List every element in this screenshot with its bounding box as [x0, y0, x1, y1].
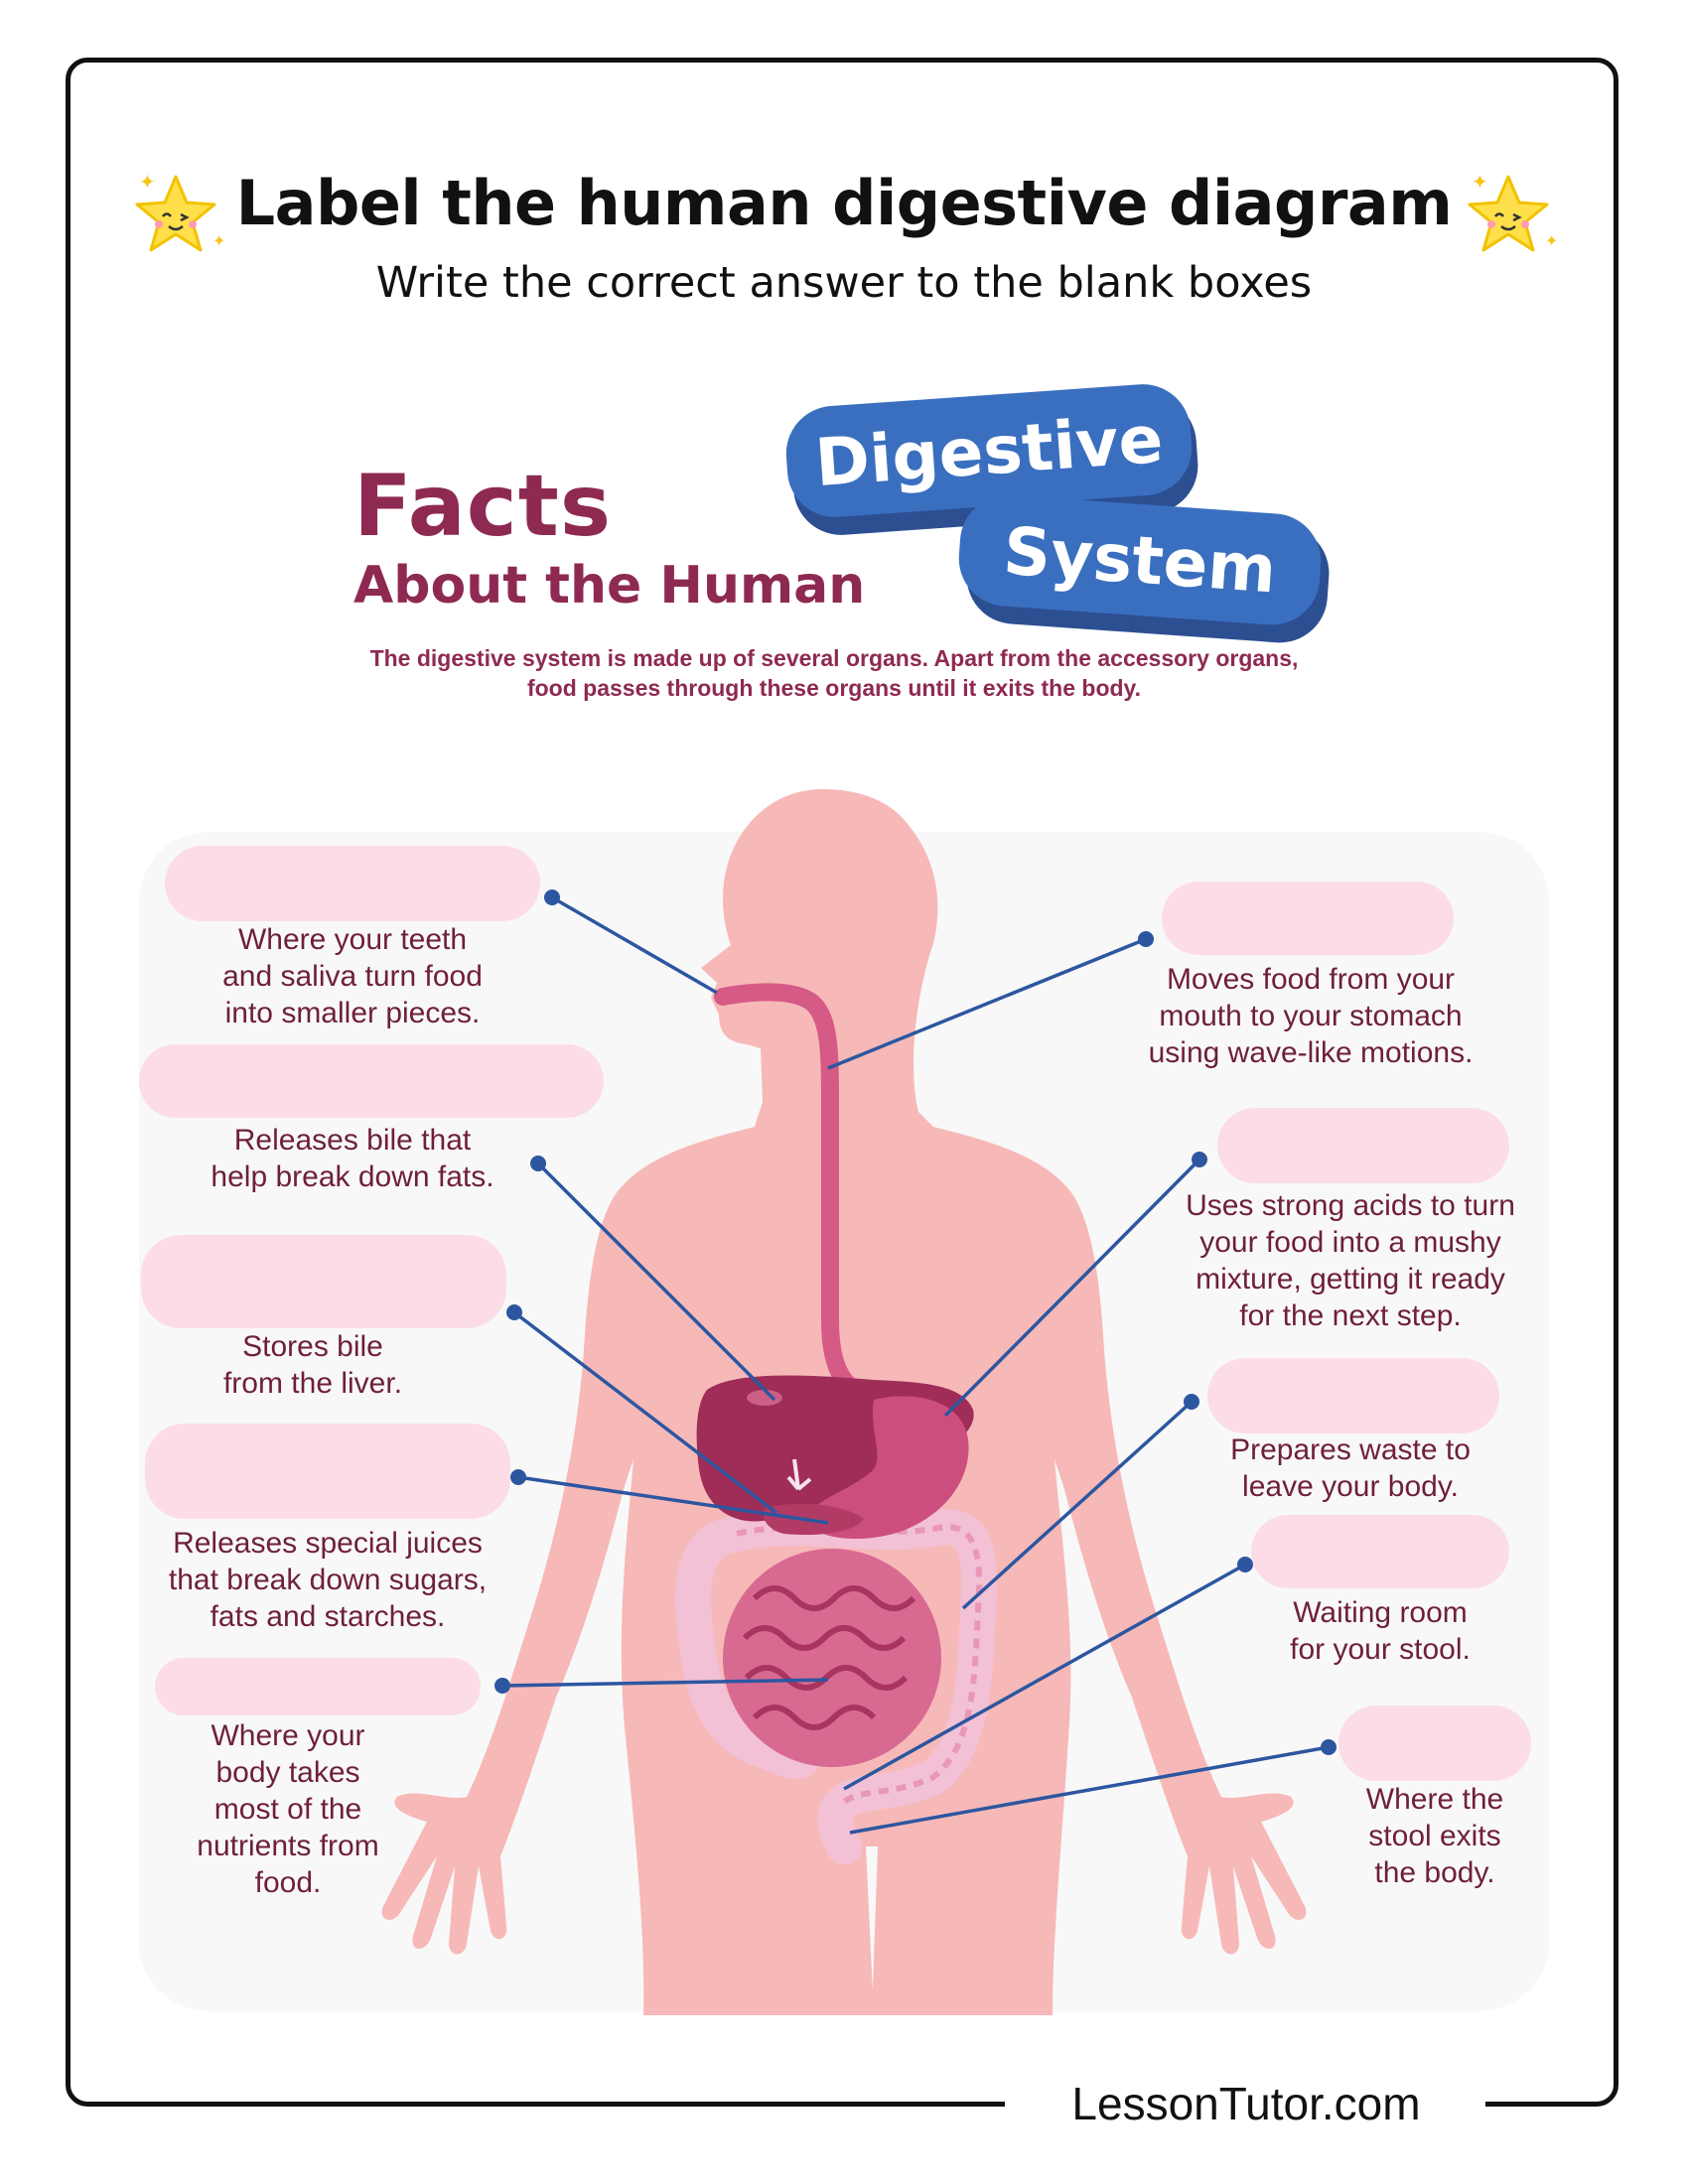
answer-box-gallbladder[interactable] [141, 1235, 506, 1328]
svg-text:✦: ✦ [1545, 231, 1558, 250]
gallbladder-organ [786, 1458, 812, 1491]
facts-heading: Facts [353, 457, 613, 556]
description-large-intestine: Prepares waste to leave your body. [1230, 1433, 1471, 1503]
esophagus-organ [714, 983, 883, 1409]
intro-text: The digestive system is made up of sever… [369, 645, 1299, 701]
facts-subheading: About the Human [353, 556, 866, 615]
description-anus: Where the stool exits the body. [1365, 1783, 1504, 1889]
answer-box-liver[interactable] [139, 1044, 604, 1118]
star-left-icon: ✦ ✦ [135, 170, 225, 252]
leader-lines [501, 895, 1330, 1835]
answer-box-rectum[interactable] [1251, 1515, 1509, 1588]
small-intestine-organ [723, 1549, 941, 1767]
stomach-organ [804, 1396, 969, 1539]
answer-box-mouth[interactable] [165, 846, 540, 921]
svg-text:✦: ✦ [1472, 170, 1488, 194]
description-mouth: Where your teeth and saliva turn food in… [222, 923, 483, 1029]
leader-dots [494, 889, 1336, 1755]
description-pancreas: Releases special juices that break down … [168, 1527, 488, 1633]
answer-box-anus[interactable] [1338, 1706, 1531, 1781]
answer-box-esophagus[interactable] [1162, 882, 1454, 955]
svg-text:✦: ✦ [139, 170, 156, 194]
worksheet-subtitle: Write the correct answer to the blank bo… [375, 258, 1313, 308]
footer-gap [1005, 2085, 1485, 2128]
footer-site-link[interactable]: LessonTutor.com [1071, 2078, 1421, 2129]
description-gallbladder: Stores bile from the liver. [222, 1330, 403, 1400]
description-small-intestine: Where your body takes most of the nutrie… [197, 1719, 379, 1899]
description-liver: Releases bile that help break down fats. [211, 1124, 494, 1193]
description-rectum: Waiting room for your stool. [1290, 1596, 1471, 1666]
description-stomach: Uses strong acids to turn your food into… [1186, 1189, 1515, 1332]
answer-box-small-intestine[interactable] [155, 1658, 481, 1715]
svg-text:✦: ✦ [212, 231, 225, 250]
worksheet-title: Label the human digestive diagram [235, 167, 1453, 239]
answer-box-pancreas[interactable] [145, 1424, 510, 1519]
star-right-icon: ✦ ✦ [1468, 170, 1558, 252]
answer-box-large-intestine[interactable] [1207, 1358, 1499, 1433]
answer-box-stomach[interactable] [1217, 1108, 1509, 1183]
description-esophagus: Moves food from your mouth to your stoma… [1148, 963, 1474, 1069]
